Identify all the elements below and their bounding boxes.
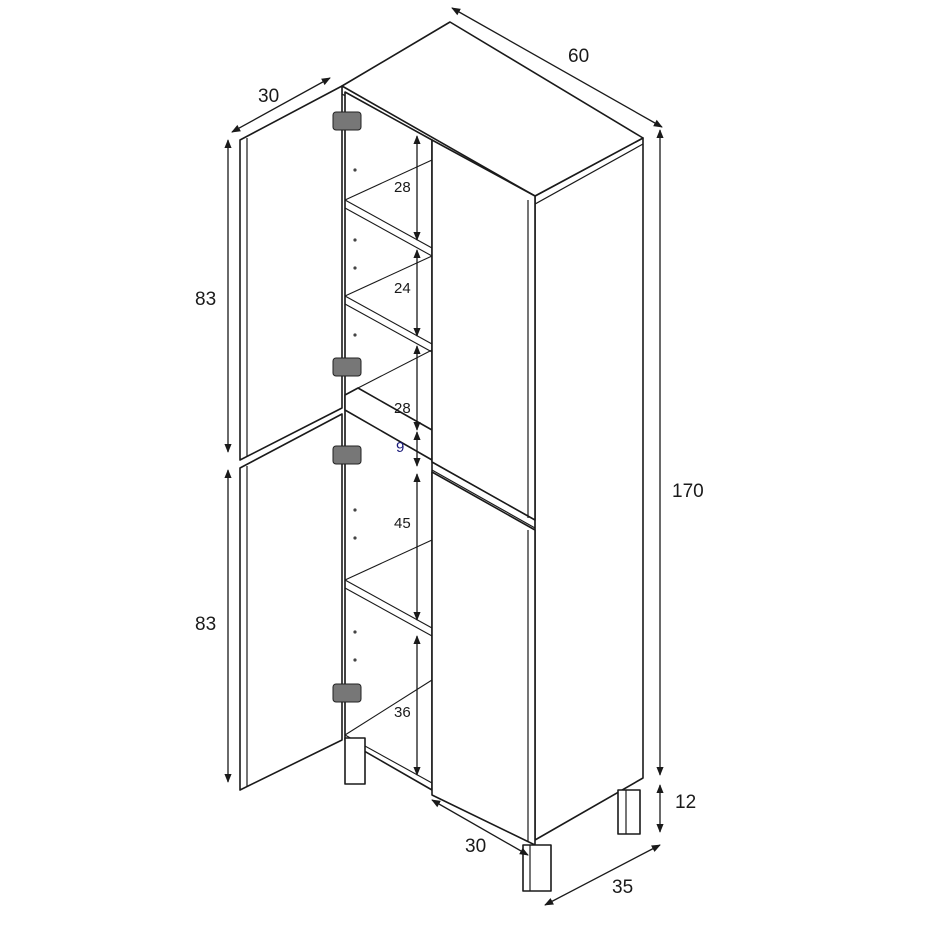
door-width-bottom-label: 30 — [465, 836, 486, 857]
depth-label: 35 — [612, 877, 633, 898]
shelf-2-label: 24 — [394, 280, 411, 297]
upper-right-door — [431, 139, 536, 521]
cabinet-body — [239, 21, 644, 892]
shelf-3-label: 28 — [394, 400, 411, 417]
right-side-panel — [534, 137, 644, 841]
shelf-5-label: 36 — [394, 704, 411, 721]
shelf-1-label: 28 — [394, 179, 411, 196]
legs-label: 12 — [675, 792, 696, 813]
door-height-lower-label: 83 — [195, 614, 216, 635]
dimension-lines — [224, 7, 664, 906]
shelf-pin-holes — [353, 168, 357, 662]
lower-left-door — [239, 413, 343, 791]
shelf-4-label: 45 — [394, 515, 411, 532]
drawer-gap-label: 9 — [396, 439, 404, 456]
width-label: 60 — [568, 46, 589, 67]
door-height-upper-label: 83 — [195, 289, 216, 310]
height-label: 170 — [672, 481, 704, 502]
lower-right-door — [431, 471, 536, 846]
door-width-top-label: 30 — [258, 86, 279, 107]
hinges — [332, 111, 362, 703]
dimension-labels: 60 30 83 83 170 12 35 30 28 24 28 9 45 3… — [195, 46, 704, 898]
upper-left-door — [239, 85, 343, 461]
